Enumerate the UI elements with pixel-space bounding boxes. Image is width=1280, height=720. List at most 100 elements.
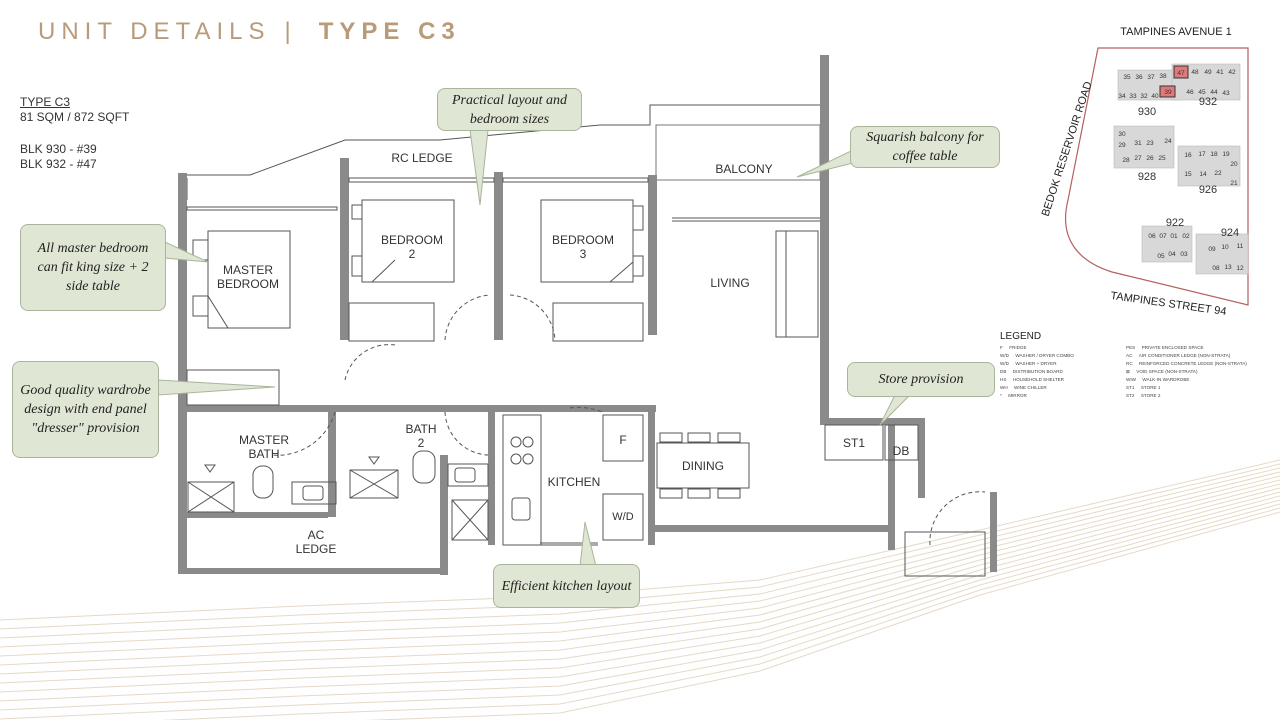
unit-39: 39 xyxy=(1164,89,1172,96)
callout-wardrobe-design: Good quality wardrobe design with end pa… xyxy=(12,361,159,458)
legend-row: PES PRIVATE ENCLOSED SPACE xyxy=(1126,345,1204,350)
callout-master-bedroom: All master bedroom can fit king size + 2… xyxy=(20,224,166,311)
unit-type-label: TYPE C3 xyxy=(20,95,71,109)
unit-14: 14 xyxy=(1199,171,1207,178)
unit-35: 35 xyxy=(1123,74,1131,81)
unit-01: 01 xyxy=(1170,233,1178,240)
contour-line xyxy=(160,507,1280,720)
legend-row: * MIRROR xyxy=(1000,393,1027,398)
contour-line xyxy=(364,511,1280,720)
db-label: DB xyxy=(893,444,910,458)
legend-row: RC REINFORCED CONCRETE LEDGE (NON-STRATA… xyxy=(1126,361,1247,366)
callout-efficient-kitchen: Efficient kitchen layout xyxy=(493,564,640,608)
road-tampines-street-94: TAMPINES STREET 94 xyxy=(1110,290,1228,318)
contour-line xyxy=(0,467,1280,639)
legend-row: HS HOUSEHOLD SHELTER xyxy=(1000,377,1065,382)
unit-17: 17 xyxy=(1198,151,1206,158)
unit-20: 20 xyxy=(1230,161,1238,168)
contour-line xyxy=(0,463,1280,630)
unit-31: 31 xyxy=(1134,140,1142,147)
unit-15: 15 xyxy=(1184,171,1192,178)
unit-21: 21 xyxy=(1230,180,1238,187)
unit-38: 38 xyxy=(1159,73,1167,80)
unit-29: 29 xyxy=(1118,142,1126,149)
contour-line xyxy=(0,503,1280,720)
unit-02: 02 xyxy=(1182,233,1190,240)
block-928: 928 xyxy=(1138,171,1156,183)
block-924: 924 xyxy=(1221,227,1239,239)
kitchen-label: KITCHEN xyxy=(548,475,601,489)
unit-41: 41 xyxy=(1216,69,1224,76)
unit-32: 32 xyxy=(1140,93,1148,100)
bedroom3-label-1: BEDROOM xyxy=(552,233,614,247)
balcony-label: BALCONY xyxy=(715,162,772,176)
unit-30: 30 xyxy=(1118,131,1126,138)
unit-04: 04 xyxy=(1168,251,1176,258)
unit-48: 48 xyxy=(1191,69,1199,76)
unit-27: 27 xyxy=(1134,155,1142,162)
unit-23: 23 xyxy=(1146,140,1154,147)
legend-row: ST2 STORE 2 xyxy=(1126,393,1161,398)
unit-24: 24 xyxy=(1164,138,1172,145)
legend-row: F FRIDGE xyxy=(1000,345,1027,350)
walls xyxy=(178,55,997,575)
unit-33: 33 xyxy=(1129,93,1137,100)
page-title: UNIT DETAILS | TYPE C3 xyxy=(38,18,461,46)
unit-18: 18 xyxy=(1210,151,1218,158)
unit-03: 03 xyxy=(1180,251,1188,258)
contour-line xyxy=(0,479,1280,666)
unit-area: 81 SQM / 872 SQFT xyxy=(20,110,130,124)
unit-45: 45 xyxy=(1198,89,1206,96)
bath2-label-1: BATH xyxy=(405,422,436,436)
master-bedroom-label-2: BEDROOM xyxy=(217,277,279,291)
master-bath-label-2: BATH xyxy=(248,447,279,461)
contour-line xyxy=(0,483,1280,675)
legend-row: ⊠ VOID SPACE (NON-STRATA) xyxy=(1126,369,1198,374)
unit-43: 43 xyxy=(1222,90,1230,97)
unit-11: 11 xyxy=(1237,243,1244,250)
legend-row: W/D WASHER + DRYER xyxy=(1000,361,1057,366)
road-tampines-avenue-1: TAMPINES AVENUE 1 xyxy=(1120,26,1231,38)
block-930: 930 xyxy=(1138,106,1156,118)
legend-row: AC AIR CONDITIONER LEDGE (NON-STRATA) xyxy=(1126,353,1231,358)
legend-row: DB DISTRIBUTION BOARD xyxy=(1000,369,1063,374)
legend-heading: LEGEND xyxy=(1000,331,1042,342)
block-922: 922 xyxy=(1166,217,1184,229)
fridge-label: F xyxy=(619,433,626,447)
room-labels: RC LEDGE BALCONY MASTER BEDROOM BEDROOM … xyxy=(217,151,909,556)
bedroom2-label-1: BEDROOM xyxy=(381,233,443,247)
unit-08: 08 xyxy=(1212,265,1220,272)
master-bath-label-1: MASTER xyxy=(239,433,289,447)
living-label: LIVING xyxy=(710,276,749,290)
contour-line xyxy=(0,491,1280,693)
callout-practical-layout: Practical layout and bedroom sizes xyxy=(437,88,582,131)
contour-line xyxy=(0,459,1280,621)
block-932: 932 xyxy=(1199,96,1217,108)
unit-28: 28 xyxy=(1122,157,1130,164)
legend-row: WH WINE CHILLER xyxy=(1000,385,1047,390)
unit-09: 09 xyxy=(1208,246,1216,253)
title-separator: | xyxy=(284,18,297,45)
title-type: TYPE C3 xyxy=(318,18,461,45)
contour-line xyxy=(0,471,1280,648)
contour-line xyxy=(0,475,1280,657)
unit-42: 42 xyxy=(1228,69,1236,76)
unit-06: 06 xyxy=(1148,233,1156,240)
contour-line xyxy=(0,499,1280,711)
rc-ledge-label: RC LEDGE xyxy=(391,151,452,165)
unit-44: 44 xyxy=(1210,89,1218,96)
bedroom3-label-2: 3 xyxy=(580,247,587,261)
title-main: UNIT DETAILS xyxy=(38,18,271,45)
unit-34: 34 xyxy=(1118,93,1126,100)
unit-05: 05 xyxy=(1157,253,1165,260)
block-926: 926 xyxy=(1199,184,1217,196)
legend-row: WIW WALK-IN WARDROBE xyxy=(1126,377,1190,382)
dining-label: DINING xyxy=(682,459,724,473)
unit-37: 37 xyxy=(1147,74,1155,81)
ac-ledge-label-1: AC xyxy=(308,528,325,542)
unit-16: 16 xyxy=(1184,152,1192,159)
unit-10: 10 xyxy=(1221,244,1229,251)
callout-store-provision: Store provision xyxy=(847,362,995,397)
